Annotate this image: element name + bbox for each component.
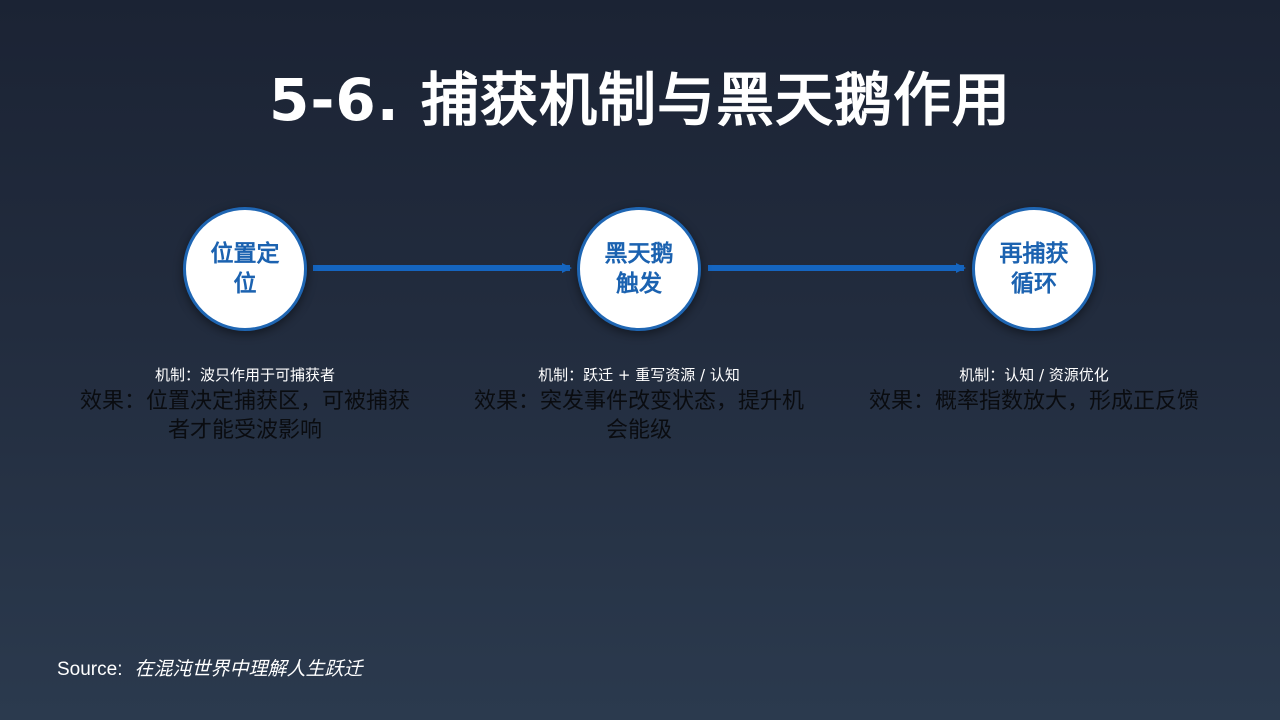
effect-text: 效果：位置决定捕获区，可被捕获者才能受波影响 [79,389,410,443]
step-circle-position: 位置定位 [183,207,307,331]
step-description-position: 机制：波只作用于可捕获者 效果：位置决定捕获区，可被捕获者才能受波影响 [65,365,425,445]
mechanism-text: 机制：跃迁 + 重写资源 / 认知 [538,366,740,384]
mechanism-text: 机制：波只作用于可捕获者 [154,366,335,384]
step-circle-black-swan: 黑天鹅触发 [577,207,701,331]
source-text: 在混沌世界中理解人生跃迁 [134,658,363,680]
step-circle-label: 黑天鹅触发 [604,241,674,297]
slide-title: 5-6. 捕获机制与黑天鹅作用 [268,66,1011,134]
mechanism-text: 机制：认知 / 资源优化 [959,366,1109,384]
effect-text: 效果：概率指数放大，形成正反馈 [868,389,1199,414]
step-description-recapture: 机制：认知 / 资源优化 效果：概率指数放大，形成正反馈 [854,365,1214,416]
step-circle-recapture: 再捕获循环 [972,207,1096,331]
effect-text: 效果：突发事件改变状态，提升机会能级 [473,389,804,443]
step-description-black-swan: 机制：跃迁 + 重写资源 / 认知 效果：突发事件改变状态，提升机会能级 [459,365,819,445]
source-citation: Source: 在混沌世界中理解人生跃迁 [57,656,363,683]
source-label: Source: [57,659,123,680]
step-circle-label: 再捕获循环 [999,241,1069,297]
step-circle-label: 位置定位 [210,241,280,297]
